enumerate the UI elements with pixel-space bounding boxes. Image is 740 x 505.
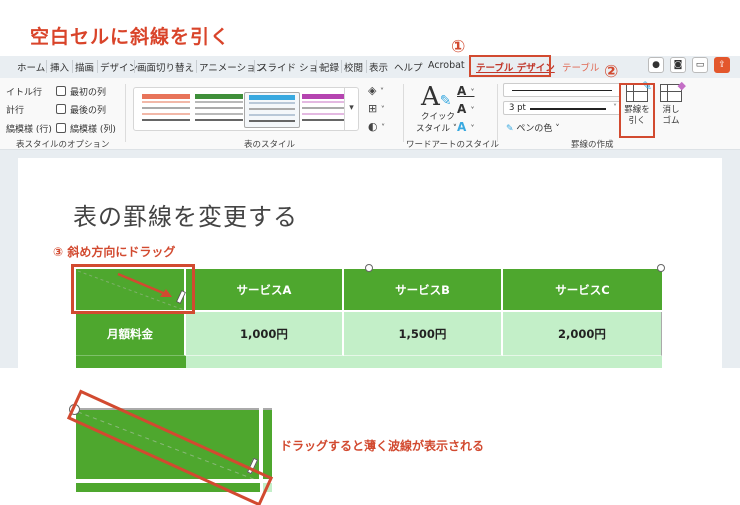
table-row-label[interactable]: 月額料金 — [76, 312, 186, 356]
option-total-row[interactable]: 計行 — [6, 106, 25, 116]
pen-icon: ✎ — [506, 124, 514, 134]
checkbox[interactable] — [56, 104, 66, 114]
option-header-row[interactable]: イトル行 — [6, 88, 43, 98]
drag-start-handle — [69, 404, 80, 415]
text-fill-icon[interactable]: A ˅ — [457, 84, 475, 98]
text-outline-icon[interactable]: A ˅ — [457, 102, 475, 116]
pen-weight-dropdown[interactable]: 3 pt ˅ — [503, 101, 621, 115]
tab-draw[interactable]: 描画 — [75, 63, 95, 74]
tab-record[interactable]: 記録 — [320, 63, 340, 74]
checkbox[interactable] — [56, 123, 66, 133]
table-cell[interactable]: 1,000円 — [186, 312, 344, 356]
checkbox[interactable] — [56, 86, 66, 96]
dashed-line-callout: ドラッグすると薄く波線が表示される — [280, 439, 485, 453]
eraser-button[interactable]: ◆ 消し ゴム — [657, 79, 686, 138]
option-banded-rows[interactable]: 縞模様 (行) — [6, 125, 52, 135]
step-3-callout: ③ 斜め方向にドラッグ — [53, 245, 176, 259]
empty-cell-highlight — [71, 264, 195, 314]
option-banded-columns[interactable]: 縞模様 (列) — [56, 122, 116, 135]
table-cell[interactable]: 2,000円 — [503, 312, 662, 356]
table-style-green[interactable] — [191, 92, 247, 128]
tab-table-layout[interactable]: テーブル — [562, 63, 600, 74]
tab-slideshow[interactable]: スライド ショー — [258, 63, 328, 74]
option-last-column[interactable]: 最後の列 — [56, 103, 106, 116]
tab-design[interactable]: デザイン — [100, 63, 139, 74]
tab-home[interactable]: ホーム — [17, 63, 46, 74]
table-styles-more-button[interactable]: ▾ — [344, 87, 359, 131]
table-design-tab-highlight — [469, 55, 551, 77]
borders-icon[interactable]: ⊞ ˅ — [368, 102, 385, 115]
quick-styles-label-1[interactable]: クイック — [421, 112, 456, 122]
tab-table-design[interactable]: テーブル デザイン — [476, 63, 555, 74]
quick-styles-icon[interactable]: A✎ — [421, 82, 452, 112]
tab-transitions[interactable]: 画面切り替え — [137, 63, 195, 74]
slide-title[interactable]: 表の罫線を変更する — [73, 203, 298, 231]
table-header-service-a[interactable]: サービスA — [186, 269, 344, 312]
zoomed-cell — [76, 408, 272, 484]
step-3-marker: ③ — [53, 245, 64, 259]
share-icon[interactable]: ⇪ — [714, 57, 730, 73]
text-effects-icon[interactable]: A ˅ — [457, 120, 475, 134]
shading-icon[interactable]: ◈ ˅ — [368, 84, 384, 97]
tab-review[interactable]: 校閲 — [344, 63, 364, 74]
record-icon[interactable]: ● — [648, 57, 664, 73]
ribbon-body: イトル行 最初の列 計行 最後の列 縞模様 (行) 縞模様 (列) 表スタイルの… — [0, 78, 740, 150]
step-1-marker: ① — [451, 37, 466, 57]
table-style-orange[interactable] — [138, 92, 194, 128]
tab-animations[interactable]: アニメーション — [199, 63, 266, 74]
table-resize-handle[interactable] — [657, 264, 665, 272]
group-label-wordart-styles: ワードアートのスタイル — [406, 140, 499, 150]
tab-help[interactable]: ヘルプ — [394, 63, 423, 74]
table-header-service-b[interactable]: サービスB — [344, 269, 503, 312]
pen-color-dropdown[interactable]: ✎ ペンの色 ˅ — [506, 124, 560, 134]
quick-styles-label-2[interactable]: スタイル ˅ — [416, 124, 457, 134]
group-label-table-style-options: 表スタイルのオプション — [16, 140, 110, 150]
table-resize-handle[interactable] — [365, 264, 373, 272]
page-heading: 空白セルに斜線を引く — [30, 26, 231, 48]
comment-icon[interactable]: ▭ — [692, 57, 708, 73]
option-first-column[interactable]: 最初の列 — [56, 85, 106, 98]
eraser-icon: ◆ — [660, 79, 686, 102]
table-styles-gallery — [133, 87, 350, 131]
teams-icon[interactable]: ◙ — [670, 57, 686, 73]
ribbon-tab-bar: ホーム 挿入 描画 デザイン 画面切り替え アニメーション スライド ショー 記… — [0, 56, 740, 78]
draw-table-highlight — [619, 83, 655, 138]
tab-view[interactable]: 表示 — [369, 63, 389, 74]
group-label-draw-borders: 罫線の作成 — [571, 140, 614, 150]
pen-style-dropdown[interactable] — [503, 83, 621, 97]
effects-icon[interactable]: ◐ ˅ — [368, 120, 386, 133]
table-style-purple[interactable] — [298, 92, 354, 128]
group-label-table-styles: 表のスタイル — [244, 140, 296, 150]
tab-acrobat[interactable]: Acrobat — [428, 60, 465, 71]
step-2-marker: ② — [604, 62, 619, 82]
table-style-blue[interactable] — [244, 92, 300, 128]
diagonal-drag-icon — [77, 270, 186, 311]
table-cell-empty[interactable] — [76, 269, 186, 312]
tab-insert[interactable]: 挿入 — [50, 63, 70, 74]
table-header-service-c[interactable]: サービスC — [503, 269, 662, 312]
table-cell[interactable]: 1,500円 — [344, 312, 503, 356]
